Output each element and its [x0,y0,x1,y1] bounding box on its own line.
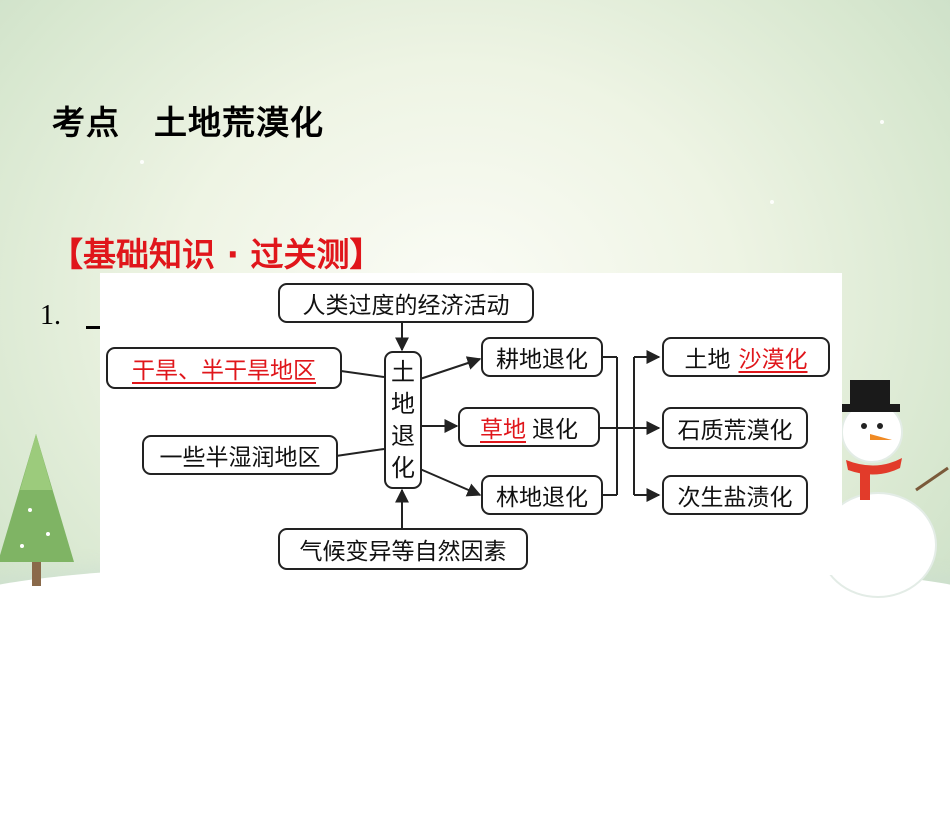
type-label-forest: 林地退化 [496,485,588,511]
left-cause-box-arid: 干旱、半干旱地区 [106,347,342,389]
result-prefix-desertification: 土地 [684,347,731,373]
section-title: 【基础知识 · 过关测】 [50,235,383,274]
blank-line [86,326,102,329]
diagram-panel: 人类过度的经济活动 干旱、半干旱地区 一些半湿润地区 土 地 退 化 气候变异等… [100,273,842,575]
result-box-desertification: 土地 沙漠化 [662,337,830,377]
type-highlight-grassland: 草地 [480,417,526,443]
type-box-grassland: 草地 退化 [458,407,600,447]
result-box-rocky: 石质荒漠化 [662,407,808,449]
type-box-forest: 林地退化 [481,475,603,515]
type-label-cropland: 耕地退化 [496,347,588,373]
result-label-rocky: 石质荒漠化 [677,418,793,444]
bottom-cause-label: 气候变异等自然因素 [299,539,507,565]
snowflake [880,120,884,124]
diagram-connectors [335,321,661,529]
snowflake [140,160,144,164]
snow-ground [0,560,950,820]
left-cause-label-subhumid: 一些半湿润地区 [159,445,321,471]
type-label-grassland: 退化 [532,417,578,443]
result-box-salinization: 次生盐渍化 [662,475,808,515]
left-cause-label-arid: 干旱、半干旱地区 [132,358,316,384]
item-number: 1. [40,300,61,331]
type-box-cropland: 耕地退化 [481,337,603,377]
center-char: 退 [391,422,415,450]
top-cause-label: 人类过度的经济活动 [302,293,510,319]
center-char: 土 [391,358,415,386]
result-label-salinization: 次生盐渍化 [677,485,793,511]
page-title: 考点 土地荒漠化 [52,103,324,142]
snowflake [770,200,774,204]
bottom-cause-box: 气候变异等自然因素 [278,528,528,570]
pine-tree-icon [0,434,74,586]
center-land-degradation-box: 土 地 退 化 [384,351,422,489]
left-cause-box-subhumid: 一些半湿润地区 [142,435,338,475]
center-char: 化 [391,454,415,482]
top-cause-box: 人类过度的经济活动 [278,283,534,323]
result-highlight-desertification: 沙漠化 [738,347,808,373]
center-char: 地 [391,390,415,418]
snowman-icon [820,380,949,598]
